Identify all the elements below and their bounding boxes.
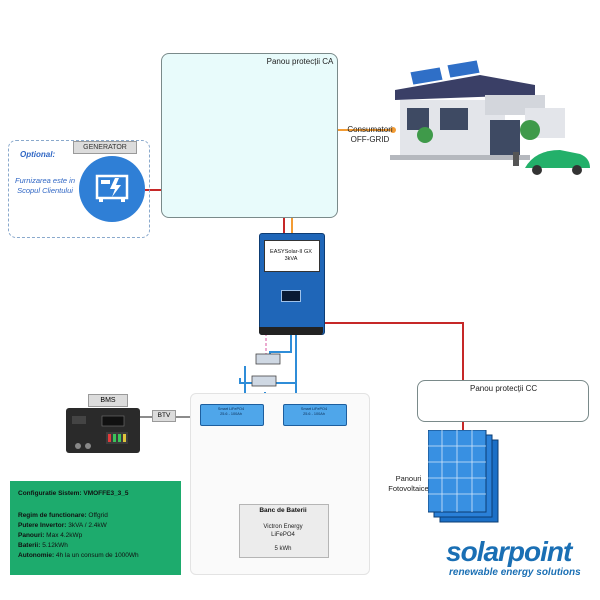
config-key-panels: Panouri: — [18, 532, 45, 539]
config-row-batteries: Baterii: 5.12kWh — [18, 542, 68, 549]
battery-bank-title: Banc de Baterii — [259, 507, 307, 514]
config-val-inverter: 3kVA / 2.4kW — [66, 522, 107, 529]
config-row-regime: Regim de functionare: Offgrid — [18, 512, 108, 519]
battery-1-label-line2: 25.6 - 100Ah — [220, 412, 242, 416]
battery-2 — [283, 404, 347, 426]
fuse-holder-2 — [251, 375, 277, 387]
dc-wire-4 — [239, 378, 296, 384]
battery-bank-kwh: 5 kWh — [274, 546, 292, 552]
fuse-holder-1 — [255, 353, 281, 365]
config-val-autonomy: 4h la un consum de 1000Wh — [54, 552, 139, 559]
bms-device — [66, 408, 140, 453]
generator-icon — [79, 156, 145, 222]
consumer-wire-end — [390, 127, 396, 133]
panel-ca-label: Panou protecții CA — [266, 57, 334, 66]
config-row-panels: Panouri: Max 4.2kWp — [18, 532, 82, 539]
battery-1 — [200, 404, 264, 426]
config-key-batteries: Baterii: — [18, 542, 41, 549]
battery-bank-chem: LiFePO4 — [271, 532, 295, 538]
consumers-label: Consumatori OFF-GRID — [347, 125, 393, 144]
battery-2-label-line2: 25.6 - 100Ah — [303, 412, 325, 416]
inverter-title: EASYSolar-II GX 3kVA — [270, 249, 312, 262]
inverter-label-plate — [264, 240, 320, 272]
generator-note: Furnizarea este in Scopul Clientului — [14, 176, 76, 195]
panel-ca-box — [161, 53, 338, 218]
battery-1-label-line1: Smart LiFePO4 — [217, 407, 245, 411]
config-key-inverter: Putere Invertor: — [18, 522, 67, 529]
battery-1-label: Smart LiFePO4 25.6 - 100Ah — [200, 407, 262, 417]
config-key-regime: Regim de functionare: — [18, 512, 87, 519]
dc-wire-1 — [269, 333, 292, 356]
solarpoint-tagline: renewable energy solutions — [449, 567, 581, 578]
house-illustration — [385, 50, 595, 190]
battery-bank-box — [239, 504, 329, 558]
generator-optional-label: Optional: — [20, 150, 56, 159]
pv-label: Panouri Fotovoltaice — [388, 474, 429, 493]
battery-bank-specs: Victron Energy LiFePO4 — [239, 523, 327, 539]
pv-panels-icon — [427, 429, 500, 531]
inverter-base — [259, 327, 323, 335]
config-val-panels: Max 4.2kWp — [44, 532, 83, 539]
generator-frame — [8, 140, 150, 238]
config-title: Configuratie Sistem: VMOFFE3_3_5 — [18, 490, 129, 497]
battery-bank-brand: Victron Energy — [263, 524, 303, 530]
battery-2-label-line1: Smart LiFePO4 — [300, 407, 328, 411]
config-row-autonomy: Autonomie: 4h la un consum de 1000Wh — [18, 552, 139, 559]
config-row-inverter: Putere Invertor: 3kVA / 2.4kW — [18, 522, 107, 529]
config-val-regime: Offgrid — [86, 512, 108, 519]
config-val-batteries: 5.12kWh — [40, 542, 68, 549]
panel-cc-box — [417, 380, 589, 422]
generator-tab: GENERATOR — [73, 141, 137, 154]
btv-tab: BTV — [152, 410, 176, 422]
bms-tab: BMS — [88, 394, 128, 407]
solarpoint-logo: solarpoint — [446, 536, 572, 567]
config-key-autonomy: Autonomie: — [18, 552, 55, 559]
panel-cc-label: Panou protecții CC — [470, 384, 538, 393]
config-box — [10, 481, 181, 575]
battery-2-label: Smart LiFePO4 25.6 - 100Ah — [283, 407, 345, 417]
inverter-screen — [281, 290, 301, 302]
